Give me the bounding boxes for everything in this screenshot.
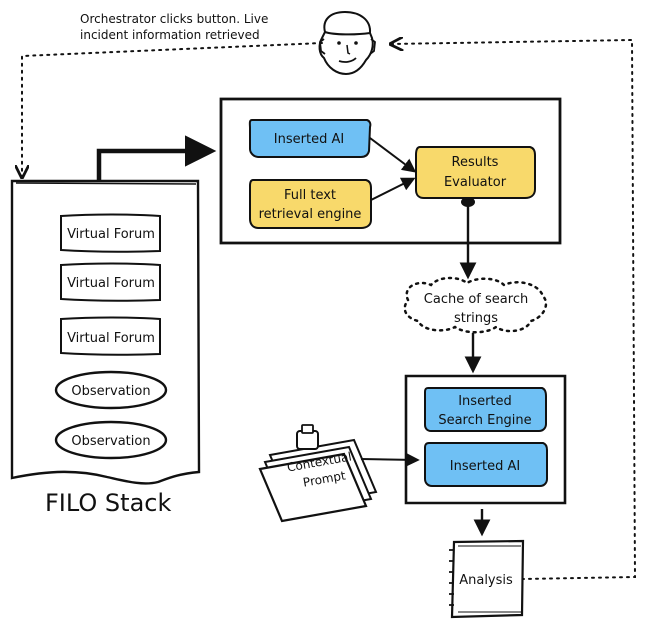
stack-item-observation-2: Observation bbox=[54, 420, 168, 460]
stack-item-virtual-forum-3: Virtual Forum bbox=[60, 316, 161, 356]
cache-line-1: Cache of search bbox=[424, 292, 528, 307]
inserted-search-engine-box: Inserted Search Engine bbox=[424, 387, 547, 432]
stack-item-observation-1: Observation bbox=[54, 370, 168, 410]
engine-line-2: Search Engine bbox=[438, 413, 531, 428]
inserted-ai-top: Inserted AI bbox=[248, 119, 372, 158]
inserted-ai-to-evaluator-arrow bbox=[369, 137, 417, 173]
stack-item-virtual-forum-2: Virtual Forum bbox=[60, 262, 161, 302]
notebook-icon: Analysis bbox=[449, 539, 525, 619]
inserted-ai-bottom-label: Inserted AI bbox=[450, 459, 520, 474]
filo-stack-title: FILO Stack bbox=[45, 489, 171, 517]
dotted-analysis-to-person bbox=[392, 40, 637, 580]
results-evaluator-box: Results Evaluator bbox=[415, 146, 536, 207]
fulltext-line-1: Full text bbox=[284, 188, 336, 203]
fulltext-to-evaluator-arrow bbox=[370, 177, 416, 201]
cache-line-2: strings bbox=[454, 311, 498, 326]
stack-item-label: Observation bbox=[71, 384, 150, 399]
cache-cloud: Cache of search strings bbox=[403, 276, 548, 334]
inserted-ai-bottom: Inserted AI bbox=[424, 442, 548, 487]
prompt-to-inserted-ai-arrow bbox=[360, 452, 420, 467]
fulltext-line-2: retrieval engine bbox=[259, 207, 362, 222]
caption-line-1: Orchestrator clicks button. Live bbox=[80, 12, 268, 26]
dotted-person-to-stack bbox=[22, 42, 323, 176]
results-line-2: Evaluator bbox=[444, 175, 507, 190]
caption-line-2: incident information retrieved bbox=[80, 28, 260, 42]
stack-item-label: Virtual Forum bbox=[67, 276, 155, 291]
results-line-1: Results bbox=[452, 155, 499, 170]
clipboard-icon: Contextual Prompt bbox=[258, 424, 378, 523]
stack-item-label: Virtual Forum bbox=[67, 227, 155, 242]
face-icon bbox=[318, 10, 376, 76]
engine-line-1: Inserted bbox=[458, 394, 512, 409]
stack-item-label: Observation bbox=[71, 434, 150, 449]
stack-item-virtual-forum-1: Virtual Forum bbox=[60, 213, 161, 253]
analysis-label: Analysis bbox=[459, 573, 513, 588]
evaluator-output-dot bbox=[461, 197, 475, 207]
stack-item-label: Virtual Forum bbox=[67, 331, 155, 346]
fulltext-engine-box: Full text retrieval engine bbox=[249, 179, 372, 229]
stack-to-top-box-arrow bbox=[96, 135, 217, 181]
inserted-ai-top-label: Inserted AI bbox=[274, 132, 344, 147]
